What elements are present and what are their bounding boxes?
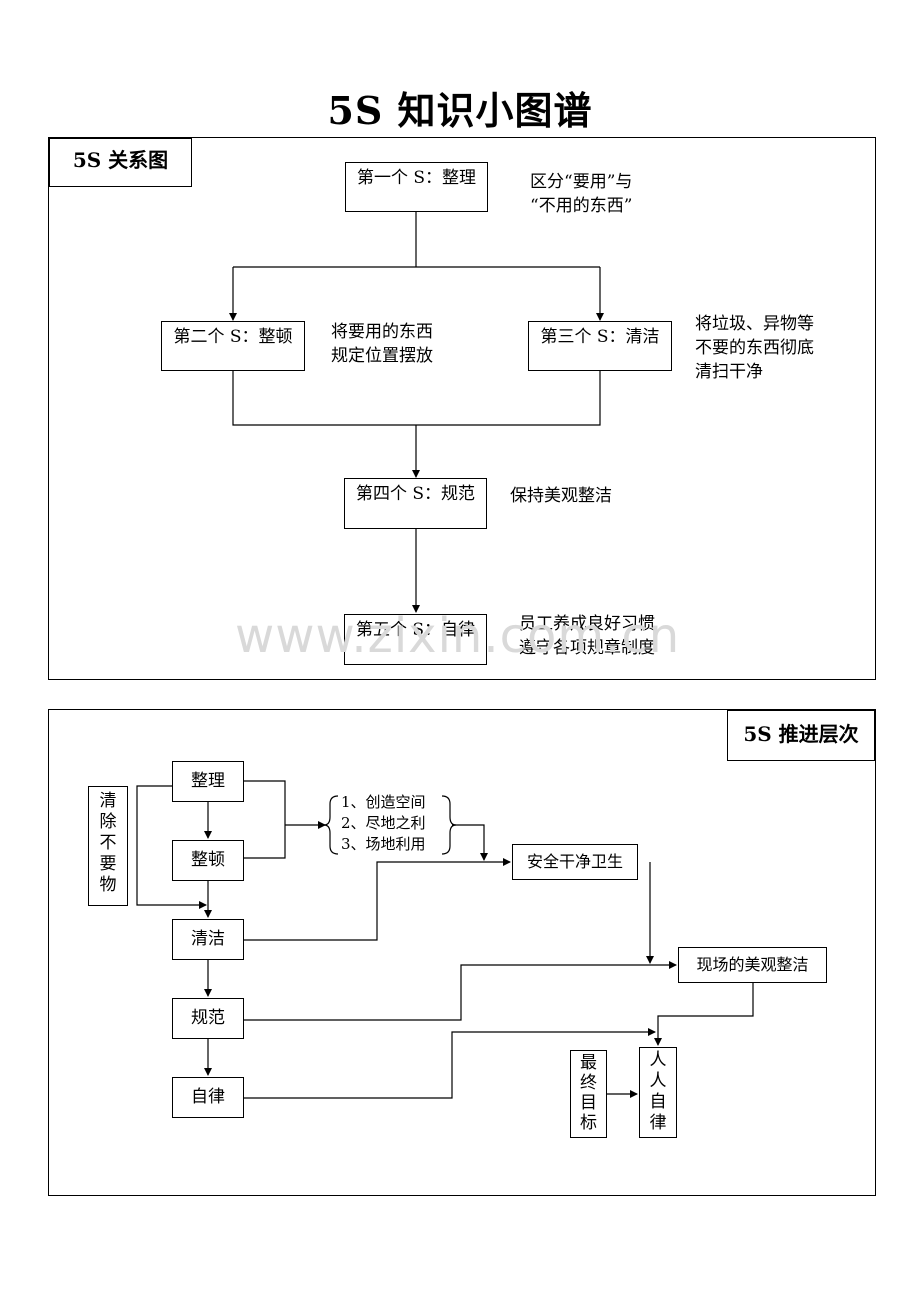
arrow-zilv-to-goal (244, 1028, 656, 1099)
step-1-label: 第一个 S：整理 (356, 168, 477, 188)
benefits-list: 1、创造空间 2、尽地之利 3、场地利用 (341, 792, 426, 855)
benefit-item: 2、尽地之利 (341, 814, 426, 832)
arrow-side-to-qingjie (136, 785, 207, 909)
brace-right (441, 795, 457, 855)
final-label-box: 最 终 目 标 (570, 1050, 607, 1138)
step-4-box: 第四个 S：规范 (344, 478, 487, 529)
side-note-char: 清 (99, 791, 117, 811)
outcome-safety-box: 安全干净卫生 (512, 844, 638, 880)
final-goal-box: 人 人 自 律 (639, 1047, 677, 1138)
step-5-label: 第五个 S：自律 (355, 620, 476, 640)
stage-zilv: 自律 (172, 1077, 244, 1118)
progress-diagram-frame (48, 709, 876, 1196)
stage-qingjie: 清洁 (172, 919, 244, 960)
final-label-char: 标 (580, 1113, 597, 1133)
stage-zhengli: 整理 (172, 761, 244, 802)
final-goal-char: 人 (649, 1071, 667, 1091)
relation-diagram-frame (48, 137, 876, 680)
side-note-box: 清 除 不 要 物 (88, 786, 128, 906)
step-3-box: 第三个 S：清洁 (528, 321, 672, 371)
arrow-guifan-to-neat (244, 961, 677, 1021)
step-2-desc: 将要用的东西 规定位置摆放 (331, 320, 433, 368)
step-4-desc: 保持美观整洁 (510, 484, 612, 508)
step-5-desc: 员工养成良好习惯 遵守各项规章制度 (519, 612, 655, 660)
progress-diagram-header: 5S 推进层次 (727, 710, 875, 761)
step-5-desc-line: 遵守各项规章制度 (519, 638, 655, 658)
arrow-neat-to-goal (654, 983, 754, 1046)
final-goal-char: 自 (649, 1092, 667, 1112)
outcome-neat-box: 现场的美观整洁 (678, 947, 827, 983)
page-title: 5S 知识小图谱 (327, 88, 593, 133)
step-3-desc-line: 清扫干净 (695, 362, 763, 382)
final-goal-char: 人 (649, 1050, 667, 1070)
step-4-label: 第四个 S：规范 (355, 484, 476, 504)
step-2-label: 第二个 S：整顿 (173, 327, 293, 347)
step-2-box: 第二个 S：整顿 (161, 321, 305, 371)
step-1-desc: 区分“要用”与 “不用的东西” (530, 170, 632, 218)
stage-zhengdun: 整顿 (172, 840, 244, 881)
step-2-desc-line: 规定位置摆放 (331, 346, 433, 366)
final-label-char: 目 (580, 1093, 597, 1113)
brace-left (323, 795, 339, 855)
step-3-desc-line: 将垃圾、异物等 (695, 314, 814, 334)
step-5-desc-line: 员工养成良好习惯 (519, 614, 655, 634)
step-1-desc-line: “不用的东西” (530, 196, 633, 216)
stage-guifan: 规范 (172, 998, 244, 1039)
relation-diagram-header: 5S 关系图 (49, 138, 192, 187)
step-3-desc-line: 不要的东西彻底 (695, 338, 814, 358)
final-label-char: 最 (580, 1053, 597, 1073)
step-3-desc: 将垃圾、异物等 不要的东西彻底 清扫干净 (695, 312, 814, 384)
step-5-box: 第五个 S：自律 (344, 614, 487, 665)
final-label-char: 终 (580, 1073, 597, 1093)
arrow-benefits-to-safety (452, 824, 488, 861)
benefit-item: 1、创造空间 (341, 793, 426, 811)
line-zhengli-zhengdun-right (244, 780, 286, 859)
side-note-char: 不 (99, 833, 117, 853)
step-1-box: 第一个 S：整理 (345, 162, 488, 212)
watermark: www.zixin.com.cn (235, 608, 681, 664)
step-1-desc-line: 区分“要用”与 (530, 172, 633, 192)
step-2-desc-line: 将要用的东西 (331, 322, 433, 342)
benefit-item: 3、场地利用 (341, 835, 426, 853)
side-note-char: 物 (99, 875, 117, 895)
line-s2-s3-join (232, 370, 601, 426)
step-4-desc-line: 保持美观整洁 (510, 486, 612, 506)
side-note-char: 除 (99, 812, 117, 832)
side-note-char: 要 (99, 854, 117, 874)
final-goal-char: 律 (649, 1113, 667, 1133)
arrow-qingjie-to-safety (244, 858, 511, 941)
step-3-label: 第三个 S：清洁 (540, 327, 660, 347)
